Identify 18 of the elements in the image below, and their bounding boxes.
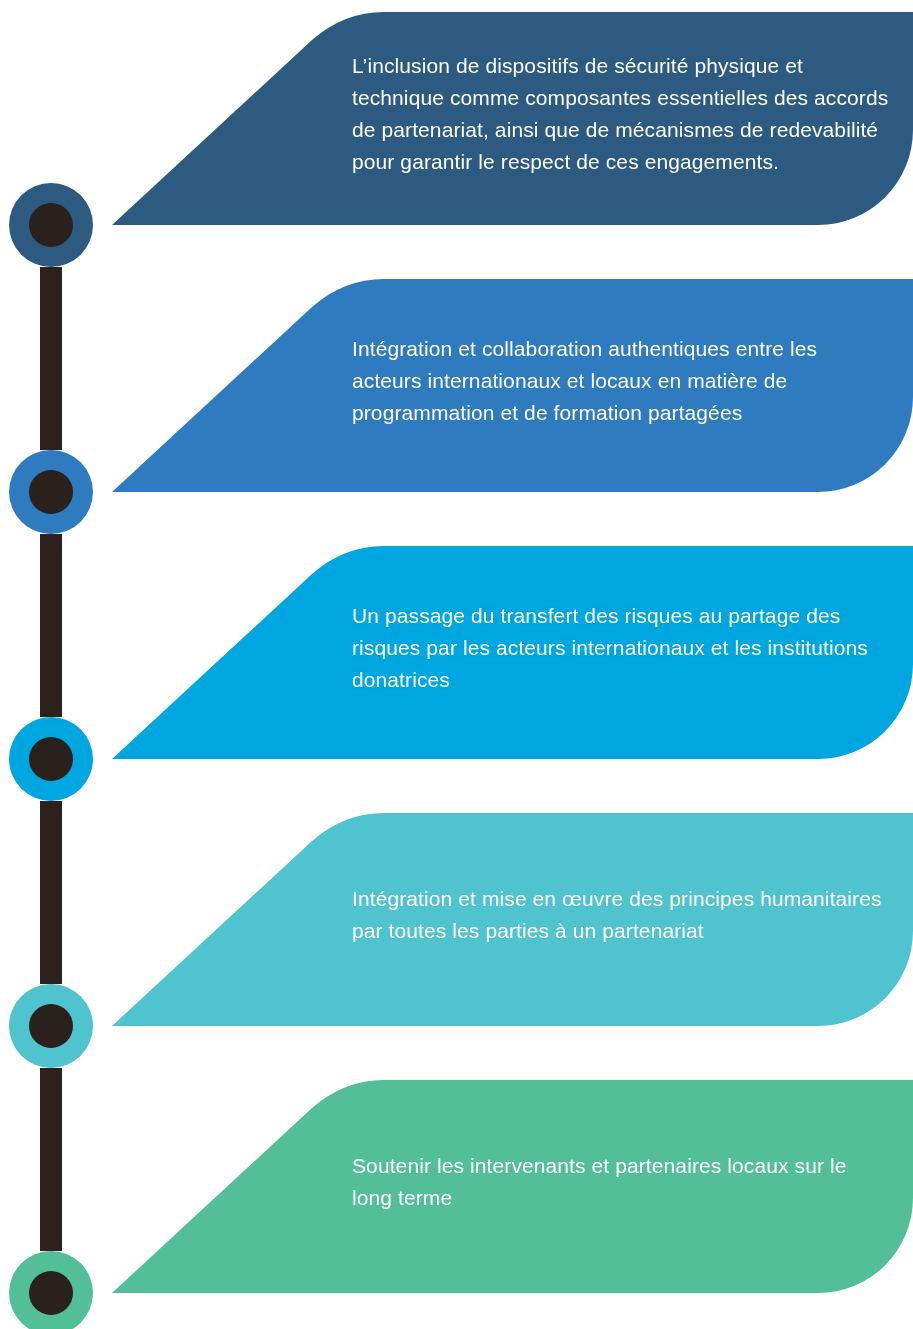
timeline-connector <box>40 267 62 450</box>
timeline-connector <box>40 801 62 984</box>
banner-shape <box>112 546 913 759</box>
banner-text: L’inclusion de dispositifs de sécurité physique et technique comme composantes essentielles des accords de partenariat, ainsi que de mécanismes de redevabilité pour garantir le respect de ces engagements. <box>352 52 890 175</box>
timeline-connector <box>40 1068 62 1251</box>
banner-text: Un passage du transfert des risques au partage des risques par les acteurs internationaux et les institutions donatrices <box>352 602 869 693</box>
banner-shape <box>112 12 913 225</box>
banner-shape <box>112 279 913 492</box>
banner-shape <box>112 813 913 1026</box>
timeline-connector <box>40 534 62 717</box>
banner-text: Intégration et mise en œuvre des principes humanitaires par toutes les parties à un partenariat <box>352 885 883 944</box>
timeline-dot <box>9 183 93 267</box>
timeline-dot <box>9 984 93 1068</box>
banner-shape <box>112 1080 913 1293</box>
banner-text: Soutenir les intervenants et partenaires locaux sur le long terme <box>352 1152 848 1211</box>
banner-text: Intégration et collaboration authentiques entre les acteurs internationaux et locaux en matière de programmation et de formation partagées <box>352 335 819 426</box>
timeline-dot <box>9 450 93 534</box>
timeline-dot <box>9 717 93 801</box>
